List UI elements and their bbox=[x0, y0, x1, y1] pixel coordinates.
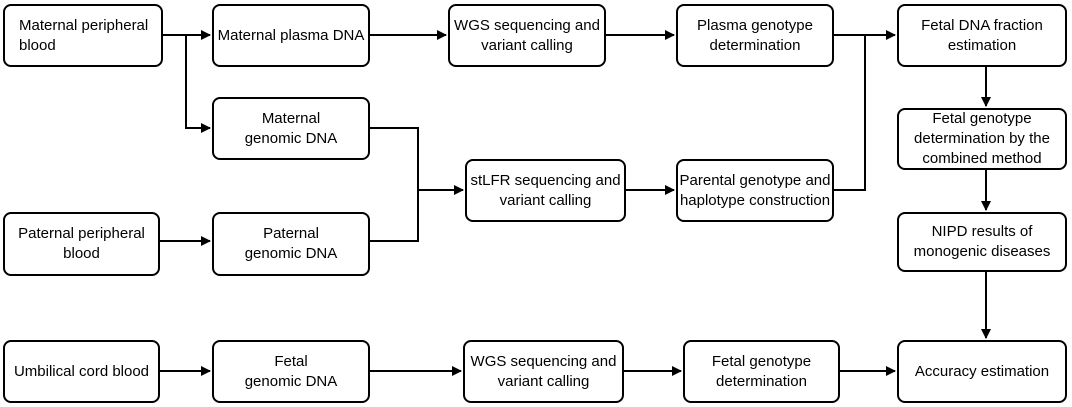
node-plasma-genotype: Plasma genotype determination bbox=[676, 4, 834, 67]
node-label: Maternal plasma DNA bbox=[217, 26, 365, 44]
node-label: Maternal genomic DNA bbox=[244, 109, 338, 147]
node-label: Paternal genomic DNA bbox=[244, 225, 338, 262]
node-label: Plasma genotype determination bbox=[697, 16, 813, 54]
node-label: WGS sequencing and variant calling bbox=[454, 16, 600, 54]
node-paternal-genomic-dna: Paternal genomic DNA bbox=[212, 212, 370, 276]
node-maternal-plasma-dna: Maternal plasma DNA bbox=[212, 4, 370, 67]
node-fetal-genomic-dna: Fetal genomic DNA bbox=[212, 340, 370, 403]
edge-maternal-genomic-to-stlfr bbox=[370, 127, 464, 195]
edge-parental-to-fraction bbox=[834, 35, 866, 191]
edge-maternal-blood-to-genomic bbox=[185, 35, 211, 133]
node-accuracy: Accuracy estimation bbox=[897, 340, 1067, 403]
node-cord-blood: Umbilical cord blood bbox=[3, 340, 160, 403]
node-label: Parental genotype and haplotype construc… bbox=[679, 171, 831, 209]
node-fetal-fraction: Fetal DNA fraction estimation bbox=[897, 4, 1067, 67]
edge-paternal-genomic-to-stlfr bbox=[370, 190, 419, 242]
node-paternal-blood: Paternal peripheral blood bbox=[3, 212, 160, 276]
node-maternal-blood: Maternal peripheral blood bbox=[3, 4, 163, 67]
node-stlfr: stLFR sequencing and variant calling bbox=[465, 159, 626, 222]
node-nipd-results: NIPD results of monogenic diseases bbox=[897, 212, 1067, 272]
node-label: Maternal peripheral blood bbox=[19, 16, 149, 54]
node-label: Paternal peripheral blood bbox=[18, 225, 145, 262]
node-wgs-fetal: WGS sequencing and variant calling bbox=[463, 340, 624, 403]
node-fetal-genotype: Fetal genotype determination bbox=[683, 340, 840, 403]
node-parental-genotype: Parental genotype and haplotype construc… bbox=[676, 159, 834, 222]
node-label: WGS sequencing and variant calling bbox=[470, 352, 617, 390]
node-wgs-plasma: WGS sequencing and variant calling bbox=[448, 4, 606, 67]
node-label: Fetal genotype determination bbox=[711, 352, 812, 390]
node-label: Accuracy estimation bbox=[914, 362, 1050, 380]
node-label: Umbilical cord blood bbox=[13, 362, 150, 380]
node-label: Fetal genomic DNA bbox=[244, 352, 338, 390]
node-maternal-genomic-dna: Maternal genomic DNA bbox=[212, 97, 370, 160]
node-label: stLFR sequencing and variant calling bbox=[470, 171, 621, 209]
node-label: NIPD results of monogenic diseases bbox=[913, 223, 1051, 260]
node-label: Fetal DNA fraction estimation bbox=[921, 16, 1043, 54]
node-label: Fetal genotype determination by the comb… bbox=[914, 110, 1050, 167]
node-fetal-genotype-combined: Fetal genotype determination by the comb… bbox=[897, 108, 1067, 170]
